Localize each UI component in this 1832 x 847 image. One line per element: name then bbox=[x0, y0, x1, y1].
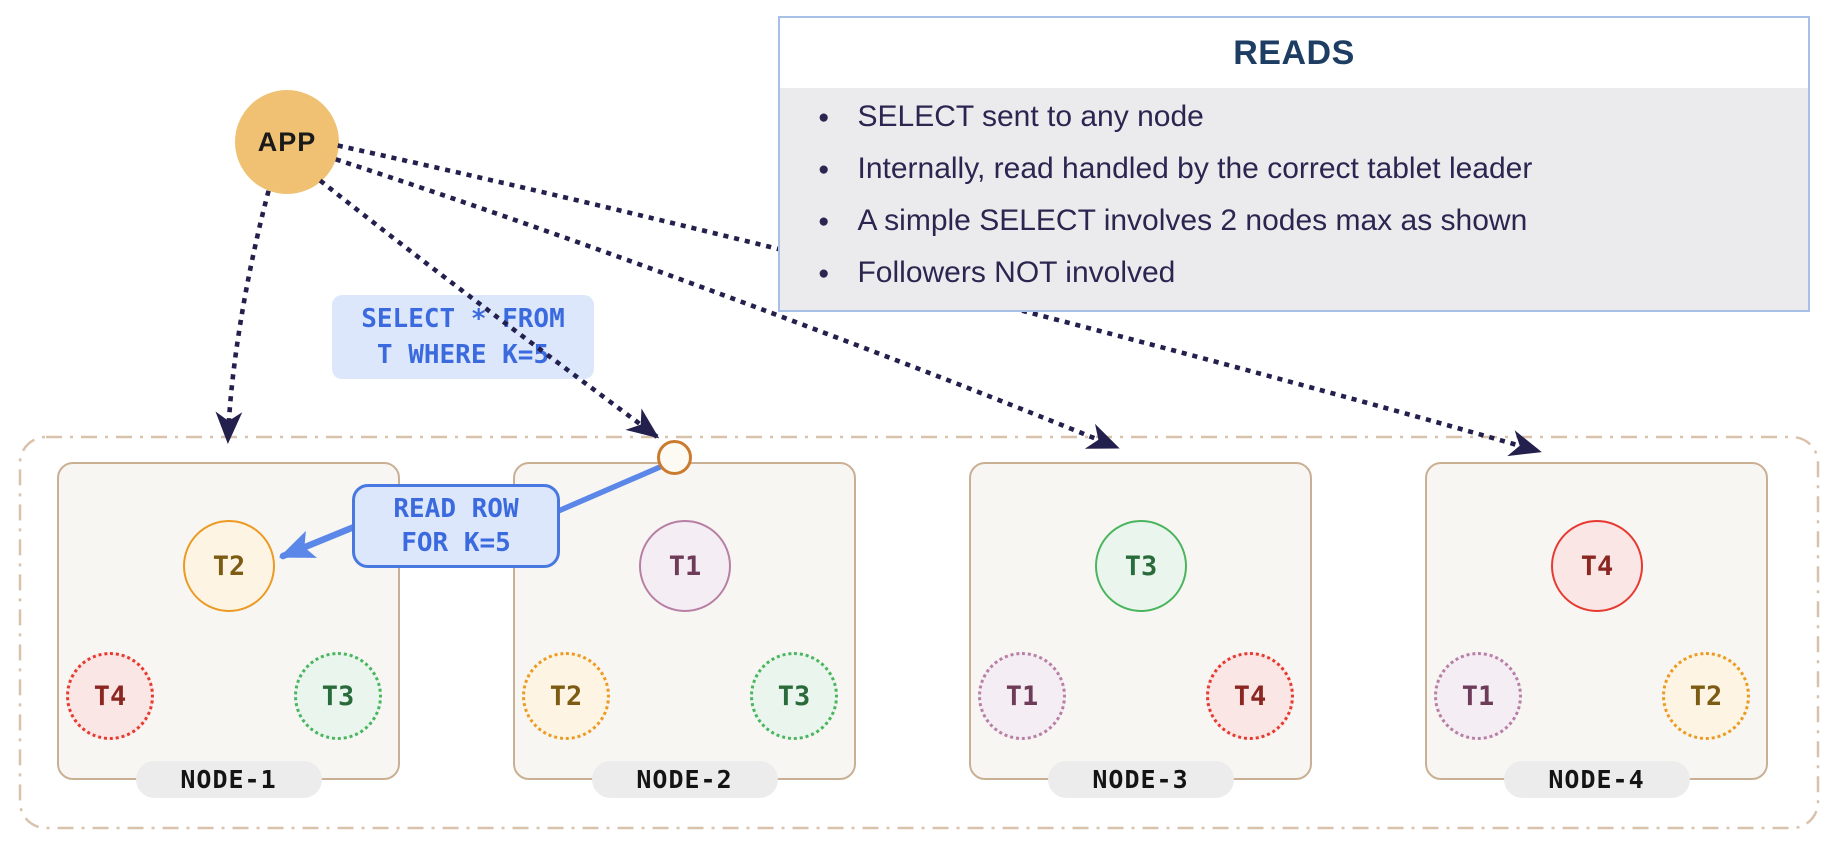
tablet-label: T4 bbox=[1580, 550, 1614, 582]
select-query-line2: T WHERE K=5 bbox=[376, 340, 550, 370]
read-row-label: READ ROW FOR K=5 bbox=[352, 484, 560, 568]
reads-bullet-row: ● A simple SELECT involves 2 nodes max a… bbox=[818, 204, 1798, 256]
tablet-t1-follower: T1 bbox=[978, 652, 1066, 740]
reads-panel-body: ● SELECT sent to any node ● Internally, … bbox=[780, 88, 1808, 310]
node-label: NODE-3 bbox=[1092, 765, 1189, 794]
tablet-label: T2 bbox=[212, 550, 246, 582]
select-query-label: SELECT * FROM T WHERE K=5 bbox=[332, 295, 594, 379]
bullet-dot-icon: ● bbox=[818, 159, 830, 180]
app-circle: APP bbox=[235, 90, 339, 194]
tablet-t2-follower: T2 bbox=[522, 652, 610, 740]
tablet-t4-follower: T4 bbox=[66, 652, 154, 740]
tablet-label: T1 bbox=[1005, 680, 1039, 712]
reads-bullet-row: ● Internally, read handled by the correc… bbox=[818, 152, 1798, 204]
tablet-label: T3 bbox=[777, 680, 811, 712]
read-row-line2: FOR K=5 bbox=[401, 528, 511, 558]
node-4-box: T4 T1 T2 NODE-4 bbox=[1425, 462, 1768, 798]
tablet-label: T2 bbox=[1689, 680, 1723, 712]
bullet-dot-icon: ● bbox=[818, 107, 830, 128]
tablet-t2-follower: T2 bbox=[1662, 652, 1750, 740]
node-2-box: T1 T2 T3 NODE-2 bbox=[513, 462, 856, 798]
reads-bullet-text: A simple SELECT involves 2 nodes max as … bbox=[857, 204, 1528, 237]
tablet-label: T3 bbox=[1124, 550, 1158, 582]
tablet-t4-follower: T4 bbox=[1206, 652, 1294, 740]
reads-bullet-text: SELECT sent to any node bbox=[857, 100, 1204, 133]
node-3-label-pill: NODE-3 bbox=[1047, 761, 1234, 798]
reads-bullet-text: Internally, read handled by the correct … bbox=[857, 152, 1533, 185]
tablet-label: T4 bbox=[1233, 680, 1267, 712]
reads-panel: READS ● SELECT sent to any node ● Intern… bbox=[778, 16, 1810, 312]
tablet-t1-follower: T1 bbox=[1434, 652, 1522, 740]
tablet-t1-leader: T1 bbox=[639, 520, 731, 612]
tablet-label: T4 bbox=[93, 680, 127, 712]
tablet-t2-leader: T2 bbox=[183, 520, 275, 612]
tablet-t4-leader: T4 bbox=[1551, 520, 1643, 612]
reads-bullet-row: ● SELECT sent to any node bbox=[818, 100, 1798, 152]
tablet-label: T2 bbox=[549, 680, 583, 712]
reads-bullet-row: ● Followers NOT involved bbox=[818, 256, 1798, 308]
tablet-t3-follower: T3 bbox=[294, 652, 382, 740]
tablet-label: T1 bbox=[668, 550, 702, 582]
dotted-arrow-app-to-node1 bbox=[215, 190, 271, 445]
read-entry-point-circle bbox=[657, 440, 692, 475]
bullet-dot-icon: ● bbox=[818, 263, 830, 284]
tablet-label: T3 bbox=[321, 680, 355, 712]
select-query-line1: SELECT * FROM bbox=[361, 304, 565, 334]
node-1-box: T2 T4 T3 NODE-1 bbox=[57, 462, 400, 798]
node-4-label-pill: NODE-4 bbox=[1503, 761, 1690, 798]
node-label: NODE-2 bbox=[636, 765, 733, 794]
node-2-label-pill: NODE-2 bbox=[591, 761, 778, 798]
node-label: NODE-4 bbox=[1548, 765, 1645, 794]
read-row-line1: READ ROW bbox=[393, 494, 519, 524]
reads-bullet-text: Followers NOT involved bbox=[857, 256, 1176, 289]
node-1-label-pill: NODE-1 bbox=[135, 761, 322, 798]
tablet-t3-leader: T3 bbox=[1095, 520, 1187, 612]
node-label: NODE-1 bbox=[180, 765, 277, 794]
bullet-dot-icon: ● bbox=[818, 211, 830, 232]
reads-panel-title: READS bbox=[1233, 33, 1355, 72]
node-3-box: T3 T1 T4 NODE-3 bbox=[969, 462, 1312, 798]
app-label: APP bbox=[257, 126, 317, 157]
tablet-t3-follower: T3 bbox=[750, 652, 838, 740]
tablet-label: T1 bbox=[1461, 680, 1495, 712]
